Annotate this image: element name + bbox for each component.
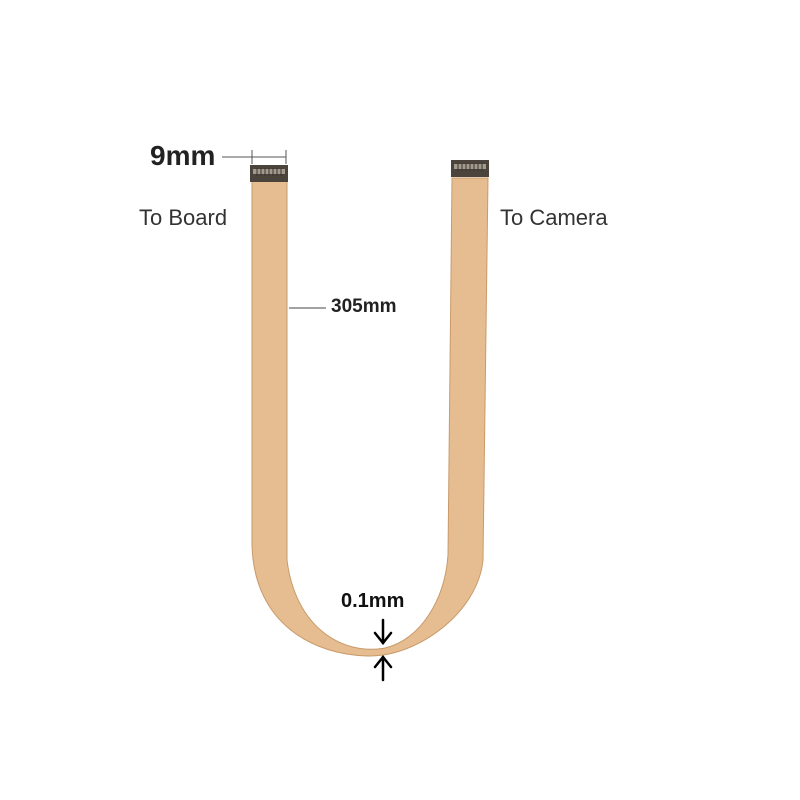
to-board-label: To Board [139,205,228,230]
to-camera-label: To Camera [500,205,608,230]
thickness-arrow-down [373,618,393,646]
connector-width-label: 9mm [150,140,216,171]
ribbon-cable [251,177,489,657]
board-connector [250,165,288,182]
cable-thickness-label: 0.1mm [341,590,405,612]
cable-length-label: 305mm [331,296,397,317]
width-dimension-line [222,150,287,164]
camera-connector [451,160,489,177]
thickness-arrow-up [373,654,393,682]
